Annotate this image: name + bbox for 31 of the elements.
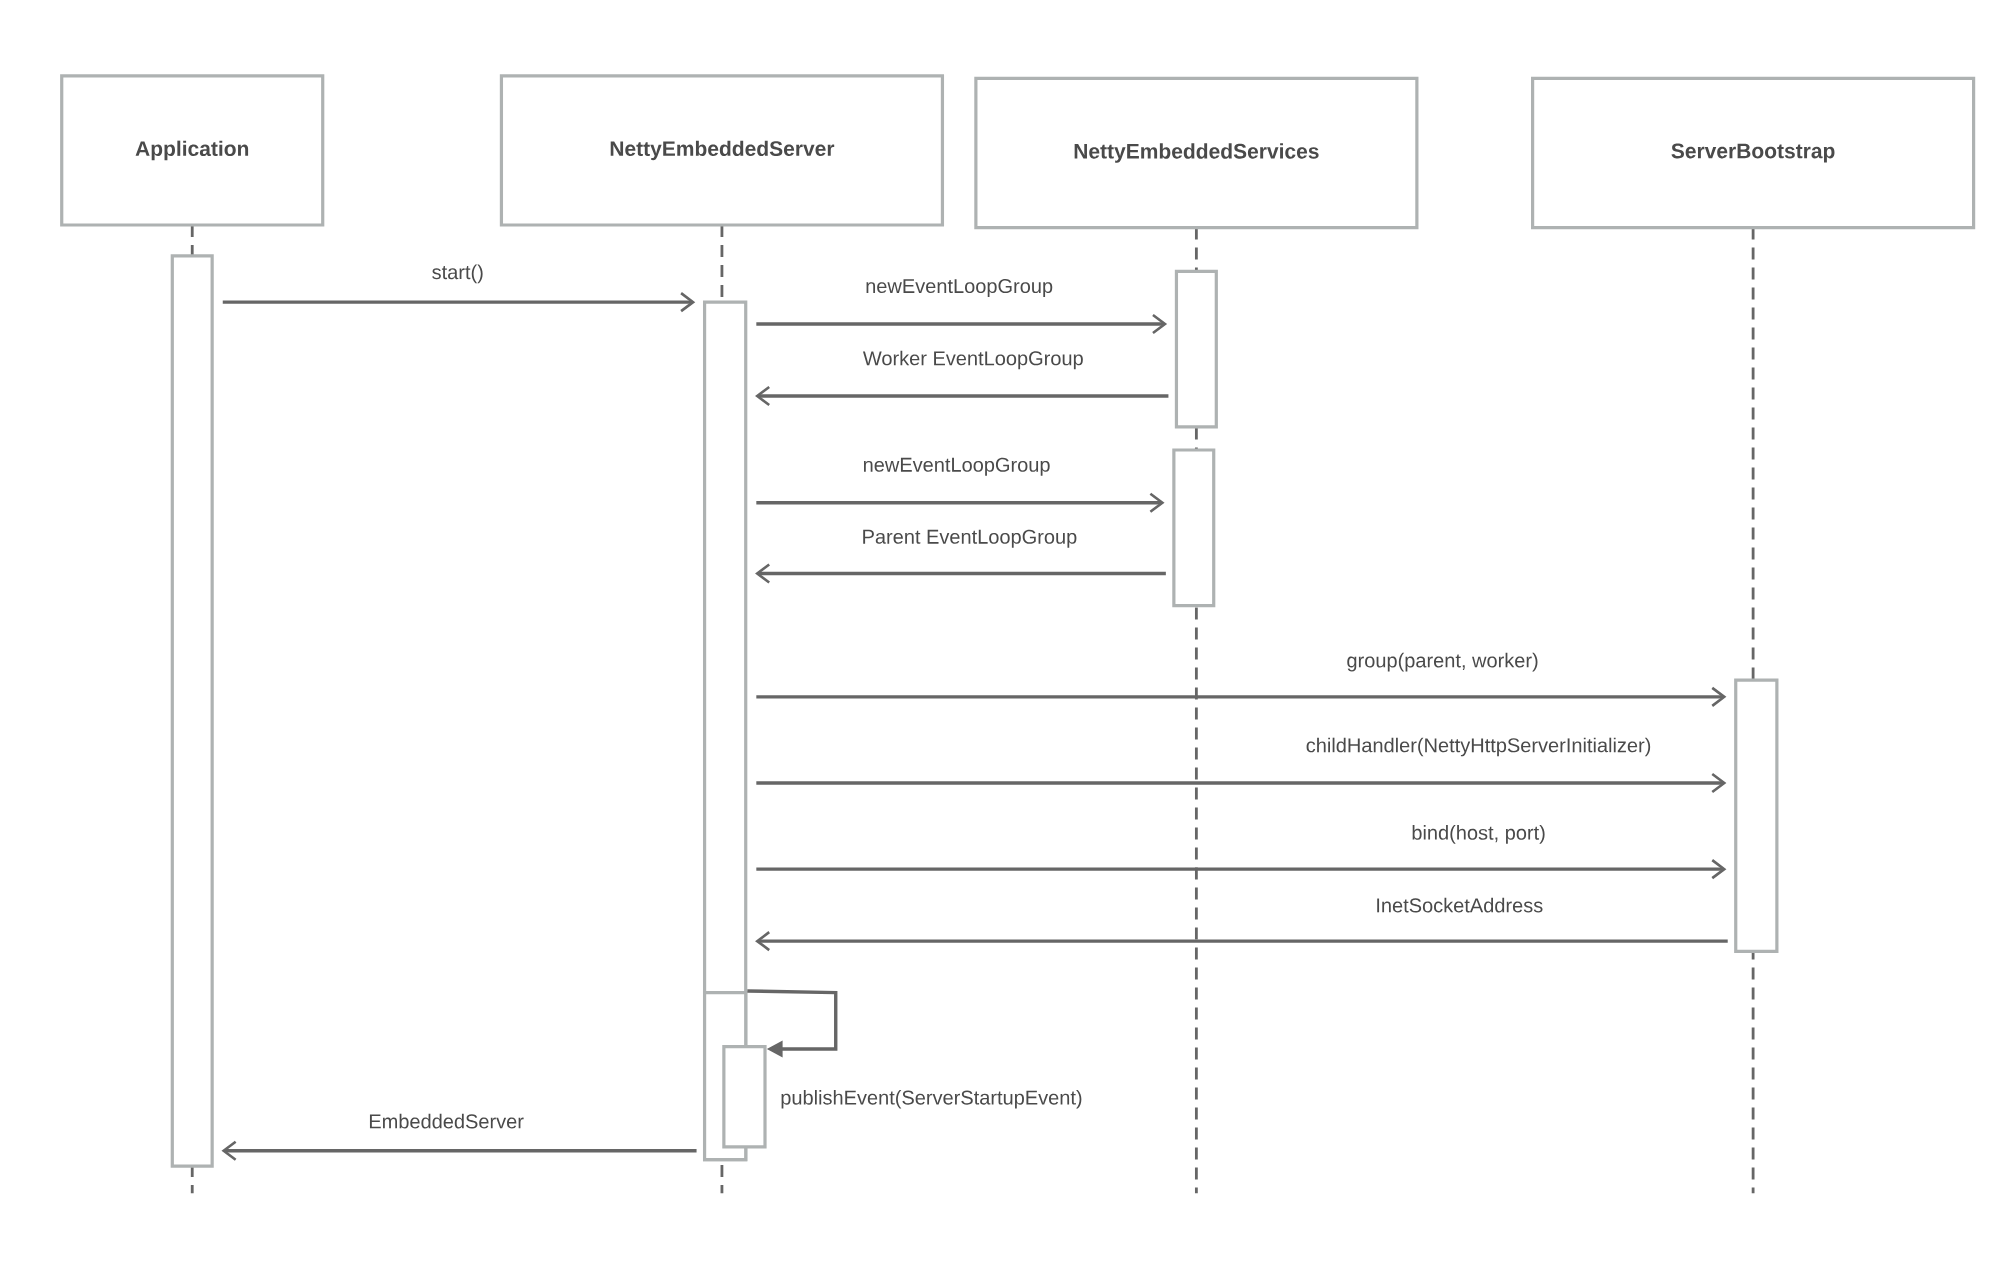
activation-bar [722,1045,767,1149]
arrow [222,292,696,313]
edge-label: publishEvent(ServerStartupEvent) [781,1089,1082,1109]
activation-bar [1172,448,1216,608]
participant-box: NettyEmbeddedServer [499,74,945,227]
arrow [756,772,1727,794]
arrow [755,563,1166,584]
edge-label: newEventLoopGroup [863,457,1050,476]
arrow [755,385,1169,407]
edge-label: start() [432,264,483,284]
edge-label: Parent EventLoopGroup [863,529,1077,548]
edge-label: Worker EventLoopGroup [862,350,1083,370]
participant-box: Application [60,74,325,227]
activation-bar [1734,678,1779,954]
activation-bar [1174,269,1218,429]
arrow [756,313,1168,335]
edge-label: group(parent, worker) [1347,652,1538,672]
edge-label: InetSocketAddress [1377,897,1543,913]
arrow [756,686,1727,707]
edge-label: newEventLoopGroup [866,278,1053,298]
edge-label: EmbeddedServer [369,1113,524,1129]
arrow [755,931,1728,952]
arrow [756,492,1165,513]
edge-label: childHandler(NettyHttpServerInitializer) [1306,737,1651,757]
activation-bar [170,254,214,1168]
edge-label: bind(host, port) [1412,825,1545,844]
participant-box: NettyEmbeddedServices [974,76,1419,230]
arrow [756,859,1727,880]
participant-box: ServerBootstrap [1531,76,1976,230]
arrow [747,989,838,1058]
arrow [221,1140,697,1161]
